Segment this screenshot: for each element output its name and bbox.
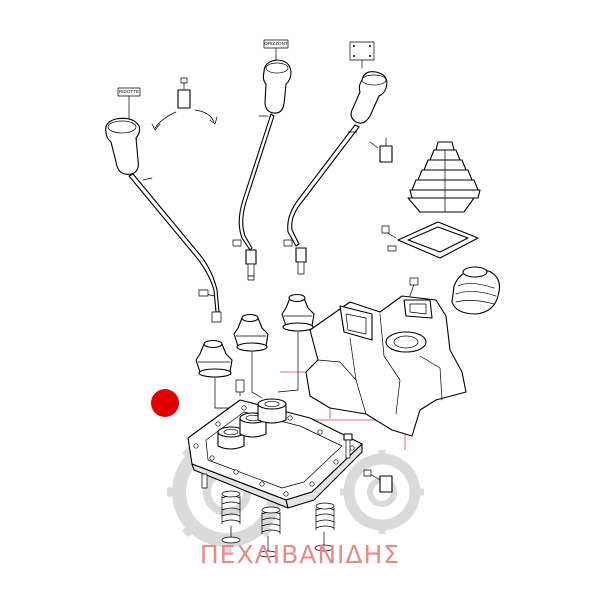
rubber-boot-1: [195, 339, 233, 378]
base-plate-turrets: [217, 398, 287, 450]
boot-flange-plate: [381, 221, 479, 259]
rubber-boot-2: [233, 313, 269, 352]
leader-lines: [214, 331, 299, 409]
lever-rod-orizzont: [238, 113, 275, 251]
spring-left: [221, 490, 241, 544]
lever-rod-right: [287, 124, 360, 247]
base-plate-holes: [193, 405, 355, 497]
lever-ridotte: [105, 87, 222, 323]
lever-right: [232, 41, 388, 275]
label-plate-right: [349, 41, 375, 61]
knob-orizzont: [262, 59, 292, 114]
knob-right: [350, 71, 388, 124]
rubber-bellows: [451, 266, 501, 315]
shift-direction-arrows: [151, 77, 218, 131]
lever-label-ridotte: RIDOTTE: [118, 89, 140, 94]
transmission-housing: [305, 277, 467, 437]
knob-ridotte: [105, 117, 141, 175]
base-plate: [187, 398, 363, 509]
rubber-boot-3: [281, 293, 315, 332]
watermark-text: ΠΕΧΛΙΒΑΝΙΔΗΣ: [199, 540, 401, 569]
vent-plug: [363, 469, 393, 493]
plate-pin: [201, 473, 208, 489]
bolt-small-left: [177, 89, 191, 109]
lever-label-orizzont: ORIZZONT: [264, 41, 288, 46]
bolt-small-right: [369, 137, 393, 163]
spring-center: [258, 506, 281, 558]
red-marker-dot: [151, 389, 179, 417]
spring-right: [314, 502, 335, 552]
plate-bolt: [343, 433, 353, 459]
lever-orizzont: [238, 39, 292, 281]
gear-lever-boot: [407, 141, 481, 213]
